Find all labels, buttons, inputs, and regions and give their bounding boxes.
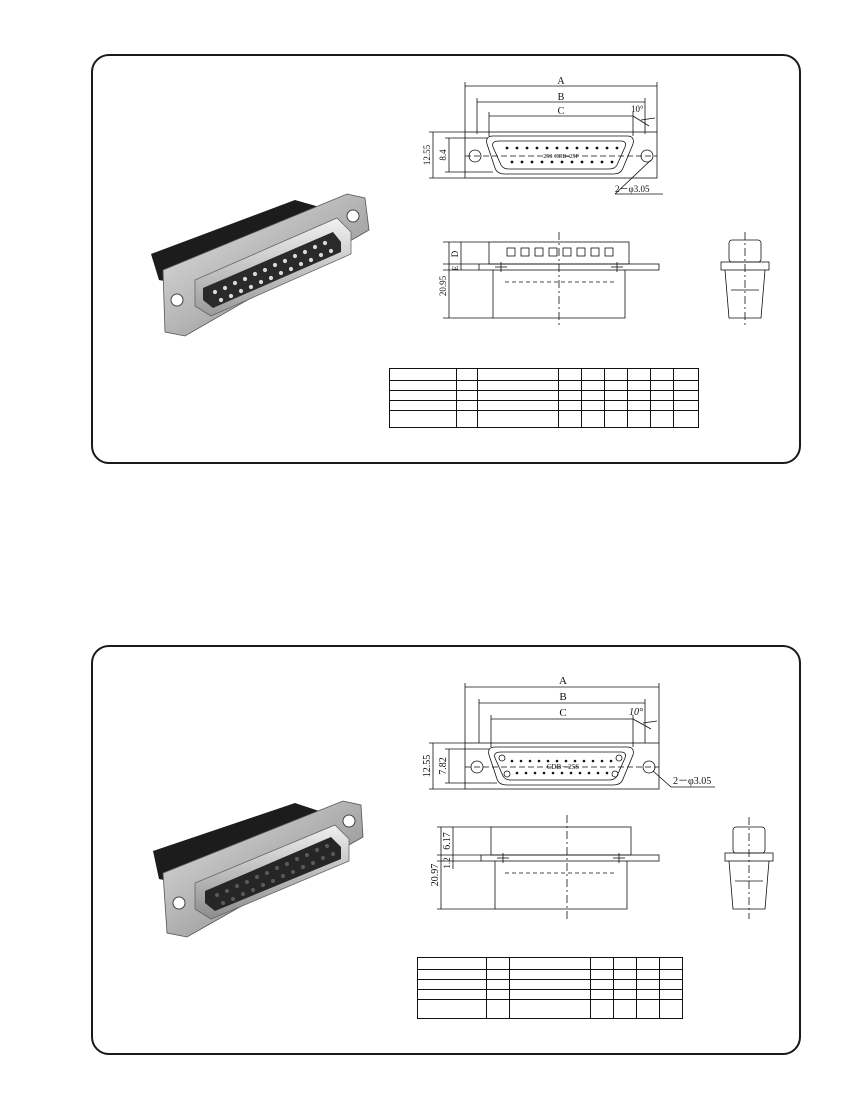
dim-flange-label: 1.2 <box>442 857 452 868</box>
female-connector-photo <box>153 800 364 938</box>
dim-label-c: C <box>558 106 565 117</box>
angle-label: 10° <box>631 104 644 114</box>
mount-hole-label: 2－φ3.05 <box>615 184 650 194</box>
pin-marking: 25S CDB–25P <box>543 154 579 160</box>
angle-label: 10° <box>629 707 643 718</box>
dim-top-label: 6.17 <box>442 832 453 850</box>
height-total-label: 12.55 <box>422 144 432 165</box>
dim-label-c: C <box>559 707 566 719</box>
depth-total-label: 20.95 <box>438 275 448 296</box>
dim-label-a: A <box>557 76 565 87</box>
male-connector-photo <box>151 193 370 337</box>
dim-label-b: B <box>558 92 565 103</box>
socket-marking: CDB－25S <box>547 763 579 771</box>
height-shell-label: 7.82 <box>438 757 449 775</box>
female-connector-panel: A B C 10° CDB－25S 2－φ3.05 12.55 7.82 6.1… <box>91 645 801 1055</box>
male-spec-table <box>389 368 699 428</box>
depth-total-label: 20.97 <box>430 864 441 887</box>
dim-label-a: A <box>559 675 567 687</box>
dim-label-b: B <box>559 691 566 703</box>
mount-hole-label: 2－φ3.05 <box>673 776 711 787</box>
male-connector-panel: A B C 10° 25S CDB–25P 2－φ3.05 12.55 8.4 … <box>91 54 801 464</box>
height-shell-label: 8.4 <box>438 149 448 161</box>
dim-label-e: E <box>451 265 460 270</box>
female-spec-table <box>417 957 683 1019</box>
height-total-label: 12.55 <box>422 755 433 778</box>
female-connector-drawing: A B C 10° CDB－25S 2－φ3.05 12.55 7.82 6.1… <box>422 675 774 919</box>
male-connector-drawing: A B C 10° 25S CDB–25P 2－φ3.05 12.55 8.4 … <box>422 76 770 328</box>
dim-label-d: D <box>450 250 460 257</box>
